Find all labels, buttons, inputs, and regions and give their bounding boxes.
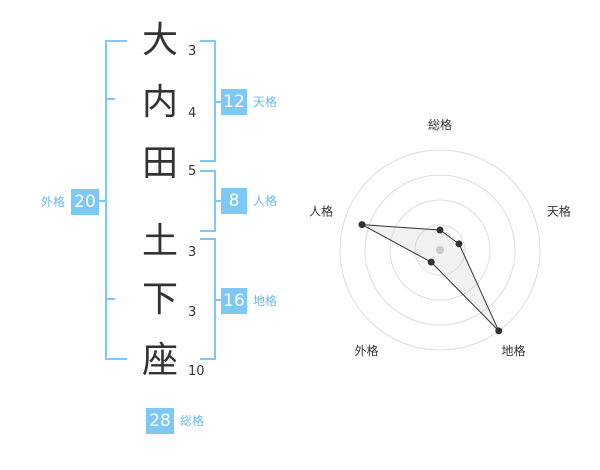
radar-grid-ring <box>389 199 491 301</box>
radar-point-4 <box>427 258 435 266</box>
radar-point-1 <box>436 226 444 234</box>
radar-axis-label: 天格 <box>547 203 571 218</box>
stroke-count-2: 4 <box>188 106 197 121</box>
name-char-1: 大 <box>141 20 178 61</box>
radar-grid-ring <box>364 174 516 326</box>
name-char-4: 土 <box>141 221 178 262</box>
radar-polygon <box>361 224 500 332</box>
gaikaku-value: 20 <box>71 189 99 215</box>
stroke-count-1: 3 <box>188 44 197 59</box>
jinkaku-bracket-tick <box>214 200 224 202</box>
soukaku-label: 総格 <box>180 414 205 428</box>
gaikaku-bracket-tick <box>95 200 107 202</box>
gaikaku-bracket-tick <box>105 298 115 300</box>
radar-point-2 <box>455 240 463 248</box>
name-char-6: 座 <box>141 340 178 381</box>
chikaku-label: 地格 <box>253 294 278 308</box>
radar-axis-label: 総格 <box>428 117 452 132</box>
radar-center <box>436 246 444 254</box>
soukaku-value: 28 <box>146 408 174 434</box>
radar-grid-ring <box>414 224 466 276</box>
tenkaku-value: 12 <box>221 89 247 115</box>
tenkaku-label: 天格 <box>253 95 278 109</box>
name-char-5: 下 <box>141 279 178 320</box>
tenkaku-bracket-tick <box>214 101 224 103</box>
name-char-3: 田 <box>141 143 178 184</box>
stroke-count-5: 3 <box>188 305 197 320</box>
radar-axis-label: 人格 <box>309 203 333 218</box>
radar-axis-label: 外格 <box>355 343 379 358</box>
jinkaku-value: 8 <box>221 188 247 214</box>
stroke-count-3: 5 <box>188 164 197 179</box>
chikaku-bracket-tick <box>214 299 224 301</box>
radar-point-5 <box>358 221 366 229</box>
chikaku-value: 16 <box>221 288 247 314</box>
gaikaku-bracket-tick <box>105 98 115 100</box>
radar-grid-ring <box>339 149 541 351</box>
stroke-count-6: 10 <box>188 364 205 379</box>
radar-axis-label: 地格 <box>501 343 525 358</box>
jinkaku-label: 人格 <box>253 194 278 208</box>
radar-point-3 <box>495 327 503 335</box>
gaikaku-label: 外格 <box>41 195 66 209</box>
name-char-2: 内 <box>141 82 178 123</box>
stroke-count-4: 3 <box>188 245 197 260</box>
